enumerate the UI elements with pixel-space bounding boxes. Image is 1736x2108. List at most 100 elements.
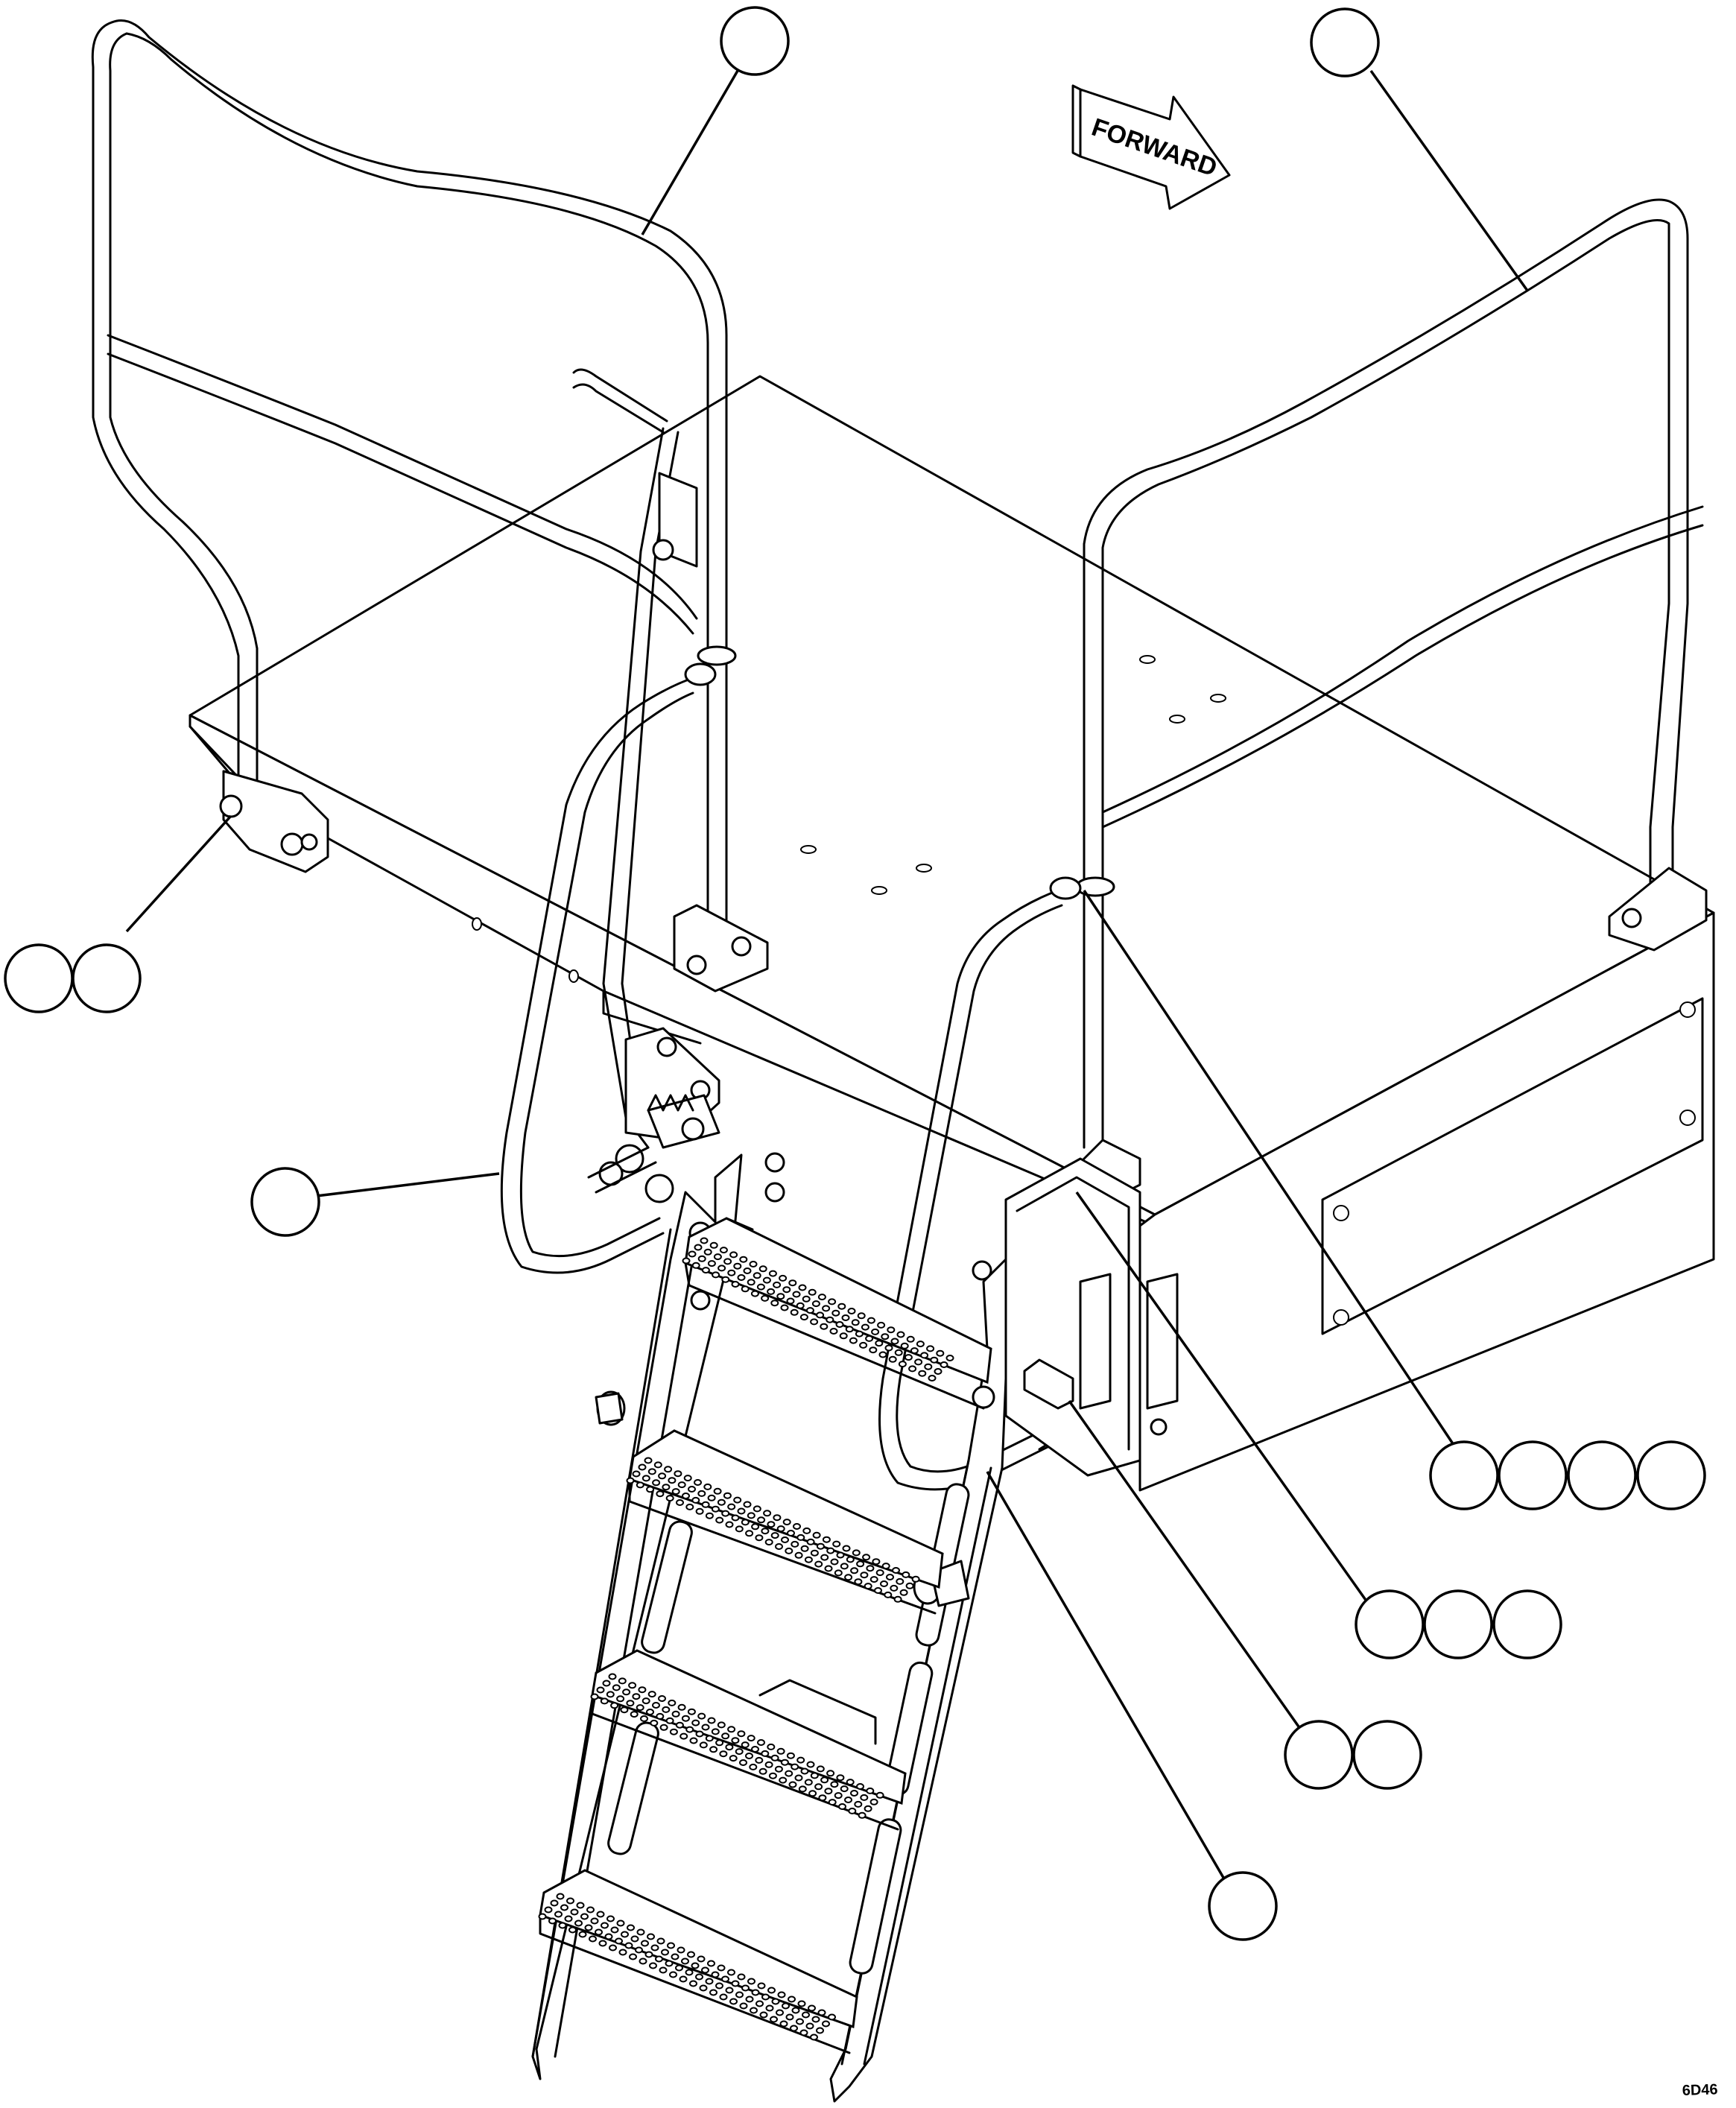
tread-perforation: [711, 1505, 720, 1513]
tread-perforation: [723, 1492, 732, 1499]
callout-bubble: [1208, 1871, 1278, 1941]
tread-perforation: [820, 1776, 829, 1784]
tread-perforation: [584, 1924, 593, 1931]
tread-perforation: [747, 1279, 755, 1286]
tread-perforation: [869, 1798, 878, 1805]
tread-perforation: [737, 1274, 746, 1281]
tread-perforation: [747, 1512, 755, 1519]
tread-perforation: [765, 2004, 774, 2012]
tread-perforation: [881, 1333, 890, 1341]
tread-perforation: [711, 1728, 720, 1735]
tread-perforation: [590, 1917, 599, 1925]
tread-perforation: [697, 1255, 706, 1262]
tread-perforation: [570, 1908, 579, 1916]
tread-perforation: [945, 1355, 954, 1361]
tread-perforation: [782, 2002, 790, 2010]
tread-perforation: [850, 1567, 859, 1574]
tread-perforation: [558, 1922, 567, 1929]
tread-perforation: [688, 1486, 696, 1493]
tread-perforation: [679, 1975, 688, 1983]
tread-perforation: [707, 1260, 716, 1267]
tread-perforation: [656, 1712, 665, 1720]
tread-perforation: [824, 1565, 833, 1572]
callout-bubble: [4, 943, 74, 1013]
tread-perforation: [576, 1902, 585, 1909]
tread-perforation: [850, 1790, 858, 1797]
tread-perforation: [845, 1326, 854, 1333]
stair-handrail-left: [500, 662, 717, 1274]
tread-perforation: [655, 1955, 663, 1963]
tread-perforation: [656, 1490, 665, 1498]
tread-perforation: [826, 1316, 834, 1323]
tread-perforation: [642, 1697, 650, 1705]
tread-perforation: [681, 1957, 689, 1965]
tread-perforation: [703, 1483, 712, 1490]
tread-perforation: [624, 1942, 633, 1949]
tread-perforation: [816, 1311, 825, 1319]
tread-perforation: [822, 1536, 831, 1543]
tread-perforation: [725, 1987, 734, 1994]
tread-perforation: [781, 1536, 789, 1543]
tread-perforation: [628, 1682, 637, 1689]
tread-perforation: [707, 1717, 716, 1724]
tread-perforation: [665, 1495, 674, 1502]
tread-2: [628, 1429, 944, 1615]
tread-perforation: [900, 1342, 909, 1349]
tread-perforation: [792, 1291, 801, 1298]
tread-perforation: [662, 1484, 671, 1491]
tread-perforation: [904, 1354, 913, 1361]
tread-perforation: [926, 1345, 935, 1352]
tread-perforation: [881, 1563, 890, 1570]
tread-perforation: [890, 1338, 899, 1345]
tread-perforation: [554, 1911, 563, 1918]
tread-perforation: [622, 1688, 631, 1696]
tread-perforation: [723, 1258, 732, 1265]
tread-perforation: [707, 1494, 716, 1501]
tread-perforation: [779, 1776, 788, 1784]
tread-perforation: [811, 1300, 820, 1308]
tread-perforation: [741, 1519, 750, 1526]
tread-perforation: [930, 1356, 939, 1364]
tread-perforation: [719, 1750, 728, 1758]
tread-perforation: [735, 1991, 744, 1998]
tread-perforation: [875, 1340, 884, 1347]
callout-bubble: [1423, 1589, 1493, 1659]
tread-perforation: [782, 1286, 791, 1294]
tread-perforation: [589, 1935, 597, 1943]
tread-perforation: [894, 1349, 903, 1356]
tread-perforation: [725, 1521, 734, 1528]
tread-perforation: [727, 1269, 736, 1276]
tread-perforation: [713, 1253, 722, 1261]
tread-perforation: [773, 1514, 782, 1522]
tread-perforation: [767, 1987, 776, 1994]
tread-perforation: [810, 1318, 819, 1326]
tread-perforation: [695, 1973, 703, 1981]
tread-perforation: [849, 1337, 858, 1344]
tread-perforation: [737, 1730, 746, 1738]
tread-perforation: [743, 1267, 752, 1274]
tread-perforation: [776, 1293, 785, 1300]
tread-perforation: [808, 1288, 817, 1296]
tread-perforation: [685, 1503, 694, 1510]
callout-bubble: [1567, 1440, 1637, 1510]
callout-bubble: [1352, 1720, 1422, 1790]
tread-perforation: [661, 1949, 669, 1956]
tread-perforation: [725, 1744, 734, 1751]
tread-perforation: [695, 1507, 704, 1515]
tread-perforation: [842, 1545, 851, 1552]
tread-perforation: [638, 1686, 647, 1694]
tread-perforation: [767, 1288, 776, 1295]
tread-perforation: [659, 1724, 668, 1731]
tread-perforation: [816, 2027, 824, 2034]
tread-perforation: [764, 1539, 773, 1546]
tread-perforation: [712, 1271, 720, 1279]
tread-perforation: [739, 1256, 748, 1263]
tread-perforation: [658, 1695, 666, 1702]
tread-perforation: [884, 1344, 893, 1352]
tread-perforation: [669, 1971, 677, 1978]
tread-perforation: [936, 1349, 945, 1357]
tread-perforation: [701, 1501, 710, 1508]
tread-perforation: [630, 1935, 639, 1943]
tread-perforation: [802, 1527, 811, 1534]
tread-perforation: [731, 1737, 740, 1744]
